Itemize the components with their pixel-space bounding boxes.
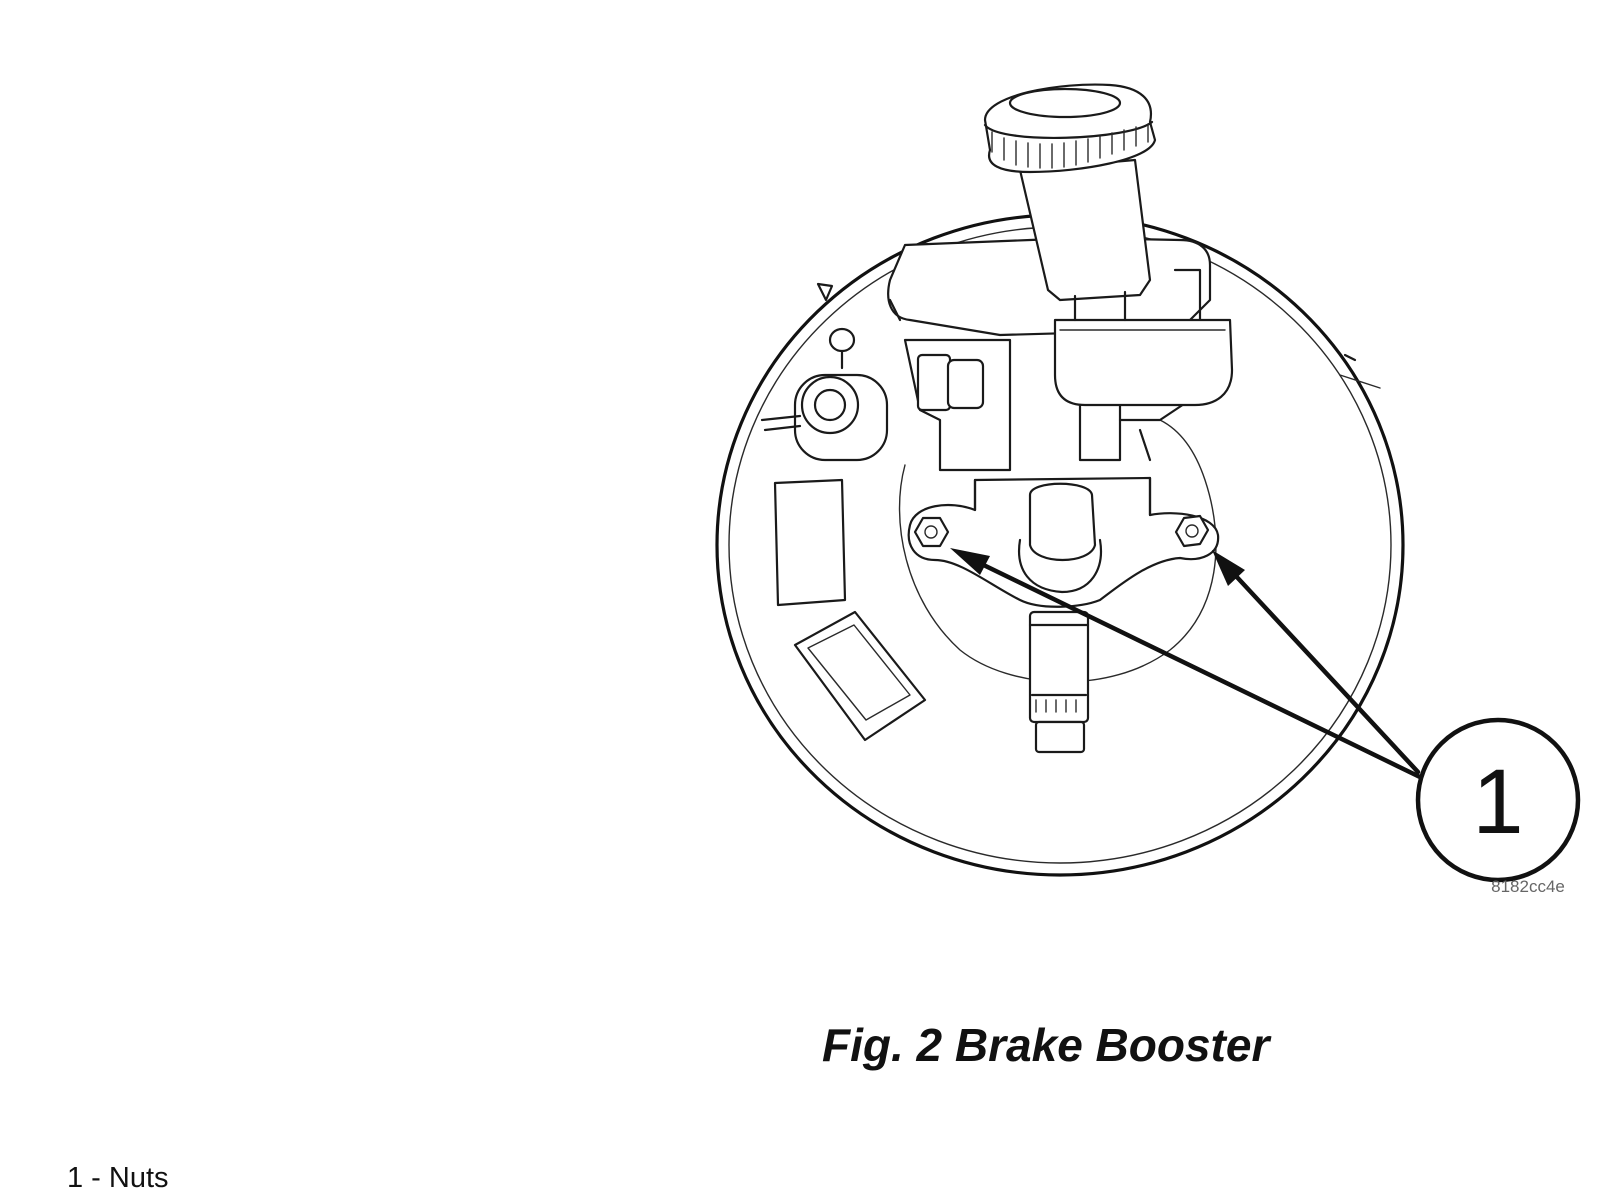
callout-leaders	[950, 548, 1425, 781]
housing-tab	[816, 282, 834, 302]
callout-number: 1	[1472, 751, 1523, 853]
mounting-flange	[907, 476, 1220, 608]
art-code: 8182cc4e	[1491, 877, 1565, 896]
figure-caption: Fig. 2 Brake Booster	[822, 1019, 1270, 1071]
nut-right	[1174, 514, 1210, 548]
fluid-reservoir	[983, 83, 1234, 407]
push-rod-connector	[1028, 610, 1090, 754]
nut-left	[913, 516, 950, 548]
booster-inner-dome	[898, 419, 1217, 683]
legend-item: 1 - Nuts	[67, 1162, 169, 1194]
check-valve-fitting	[760, 327, 889, 462]
label-plates	[773, 478, 927, 742]
callout-1: 1	[1415, 717, 1581, 883]
